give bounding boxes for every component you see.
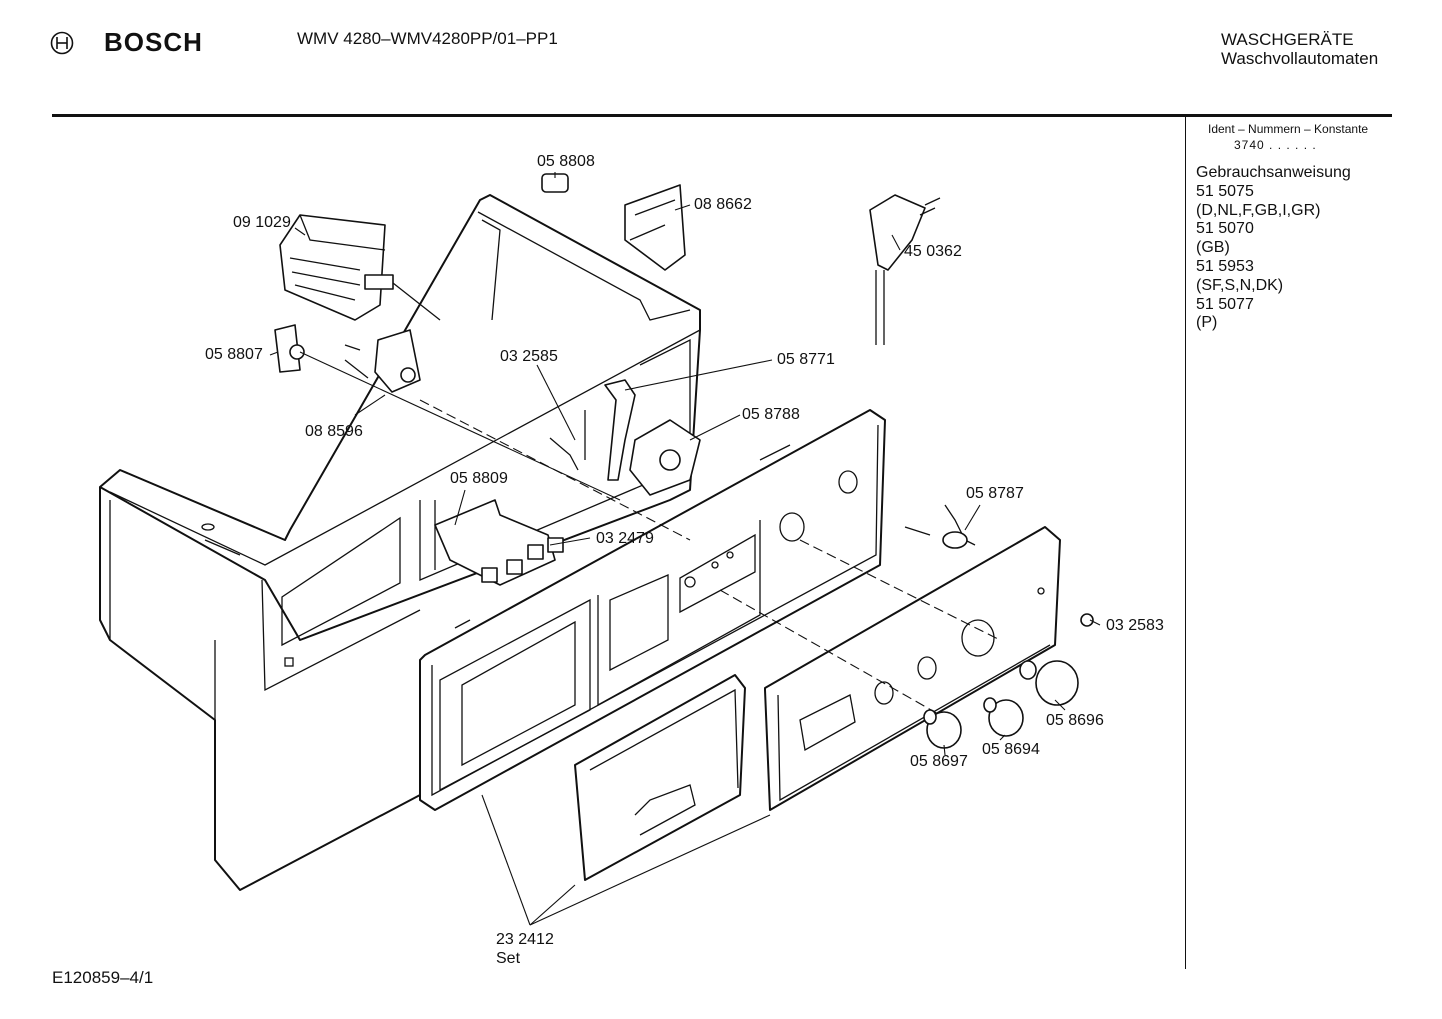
part-label: 05 8809 [450, 470, 508, 487]
part-label-sub: Set [496, 950, 521, 967]
mains-cable [869, 194, 941, 345]
part-label: 09 1029 [233, 214, 291, 231]
list-item: Gebrauchsanweisung [1196, 164, 1351, 181]
brand-name: BOSCH [104, 27, 203, 57]
part-label: 03 2583 [1106, 617, 1164, 634]
leader-lines [269, 172, 1101, 926]
control-housing [99, 194, 701, 891]
part-label: 45 0362 [904, 243, 962, 260]
category-subtitle: Waschvollautomaten [1221, 49, 1379, 68]
part-label: 05 8694 [982, 741, 1040, 758]
documentation-list: Gebrauchsanweisung 51 5075 (D,NL,F,GB,I,… [1196, 164, 1351, 333]
front-frame [419, 409, 886, 811]
sidebar-code: 3740 . . . . . . [1234, 138, 1317, 152]
part-label: 05 8807 [205, 346, 263, 363]
list-item: 51 5070 [1196, 220, 1254, 238]
knobs [923, 613, 1094, 749]
part-label: 03 2479 [596, 530, 654, 547]
right-panel [764, 526, 1061, 811]
part-label: 03 2585 [500, 348, 558, 365]
list-item: 51 5953 [1196, 257, 1254, 275]
category-title: WASCHGERÄTE [1221, 30, 1354, 49]
sidebar-divider [1185, 117, 1186, 969]
part-label: 05 8771 [777, 351, 835, 368]
sidebar-heading: Ident – Nummern – Konstante [1208, 122, 1369, 136]
list-item: (P) [1196, 314, 1218, 332]
part-label: 05 8808 [537, 153, 595, 170]
list-item: (GB) [1196, 239, 1230, 257]
dispenser-handle [574, 674, 746, 881]
model-title: WMV 4280–WMV4280PP/01–PP1 [297, 29, 558, 48]
part-label: 05 8697 [910, 753, 968, 770]
part-label: 23 2412 [496, 931, 554, 948]
header-rule [52, 114, 1392, 117]
part-label: 05 8696 [1046, 712, 1104, 729]
part-label: 08 8596 [305, 423, 363, 440]
part-label: 08 8662 [694, 196, 752, 213]
list-item: (D,NL,F,GB,I,GR) [1196, 201, 1321, 219]
list-item: (SF,S,N,DK) [1196, 276, 1284, 294]
list-item: 51 5075 [1196, 182, 1254, 200]
timer-part [279, 214, 441, 321]
part-label: 05 8788 [742, 406, 800, 423]
list-item: 51 5077 [1196, 295, 1254, 313]
drawing-id: E120859–4/1 [52, 968, 154, 987]
small-parts [274, 173, 976, 586]
part-label: 05 8787 [966, 485, 1024, 502]
bosch-logo-icon [50, 31, 74, 55]
